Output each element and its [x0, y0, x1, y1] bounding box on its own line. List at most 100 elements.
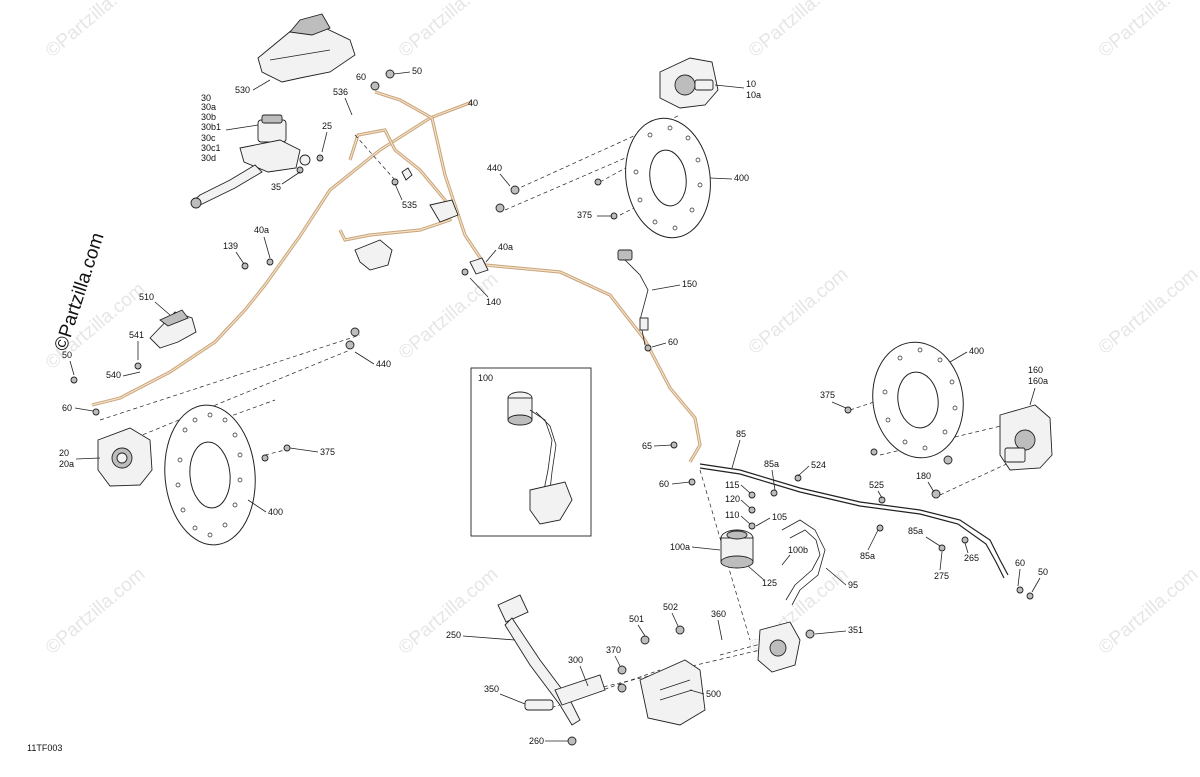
label-50-right: 50	[1038, 567, 1048, 577]
watermark: ©Partzilla.com	[42, 0, 150, 62]
label-100b: 100b	[788, 545, 808, 555]
watermark: ©Partzilla.com	[42, 564, 150, 659]
caliper-10	[659, 57, 719, 109]
watermark-layer: ©Partzilla.com ©Partzilla.com ©Partzilla…	[42, 0, 1200, 659]
label-265: 265	[964, 553, 979, 563]
label-30b: 30b	[201, 112, 216, 122]
brake-disc-400-left	[164, 404, 256, 546]
label-180: 180	[916, 471, 931, 481]
label-160a: 160a	[1028, 376, 1048, 386]
label-524: 524	[811, 460, 826, 470]
label-10a: 10a	[746, 90, 761, 100]
label-30b1: 30b1	[201, 122, 221, 132]
label-40a-mid: 40a	[498, 242, 513, 252]
brake-pedal-250	[497, 594, 606, 726]
watermark: ©Partzilla.com	[395, 0, 503, 62]
bracket-530	[257, 13, 356, 83]
label-260: 260	[529, 736, 544, 746]
label-502: 502	[663, 602, 678, 612]
label-360: 360	[711, 609, 726, 619]
watermark: ©Partzilla.com	[1095, 564, 1200, 659]
label-501: 501	[629, 614, 644, 624]
master-cylinder-30	[190, 114, 311, 209]
rear-master-cylinder	[757, 621, 801, 673]
fasteners	[70, 69, 1034, 746]
label-300: 300	[568, 655, 583, 665]
label-30c1: 30c1	[201, 143, 221, 153]
label-65: 65	[642, 441, 652, 451]
label-120: 120	[725, 494, 740, 504]
inset-label: 100	[478, 373, 493, 383]
reservoir-hose-95	[781, 519, 826, 606]
watermark: ©Partzilla.com	[395, 564, 503, 659]
label-139: 139	[223, 241, 238, 251]
label-50-left: 50	[62, 350, 72, 360]
label-95: 95	[848, 580, 858, 590]
label-510: 510	[139, 292, 154, 302]
brake-disc-400-right	[872, 341, 964, 459]
label-250: 250	[446, 630, 461, 640]
label-110: 110	[725, 510, 739, 520]
label-30c: 30c	[201, 133, 216, 143]
label-400-top: 400	[734, 173, 749, 183]
reservoir-100a	[720, 529, 754, 569]
label-370: 370	[606, 645, 621, 655]
label-30d: 30d	[201, 153, 216, 163]
label-35: 35	[271, 182, 281, 192]
label-150: 150	[682, 279, 697, 289]
label-540: 540	[106, 370, 121, 380]
speed-sensor-150	[617, 249, 649, 346]
label-30a: 30a	[201, 102, 216, 112]
label-20: 20	[59, 448, 69, 458]
watermark: ©Partzilla.com	[395, 269, 503, 364]
label-525: 525	[869, 480, 884, 490]
label-60-mid: 60	[668, 337, 678, 347]
brake-line-85	[699, 463, 1009, 579]
label-400-left: 400	[268, 507, 283, 517]
label-500: 500	[706, 689, 721, 699]
label-30: 30	[201, 93, 211, 103]
label-400-right: 400	[969, 346, 984, 356]
label-530: 530	[235, 85, 250, 95]
label-60-low: 60	[659, 479, 669, 489]
hose-clip-bracket	[354, 167, 489, 275]
label-440-right: 440	[487, 163, 502, 173]
label-350: 350	[484, 684, 499, 694]
diagram-code: 11TF003	[27, 743, 62, 753]
label-275: 275	[934, 571, 949, 581]
label-60-right: 60	[1015, 558, 1025, 568]
bolt-350	[524, 699, 554, 711]
label-375-right: 375	[820, 390, 835, 400]
label-160: 160	[1028, 365, 1043, 375]
label-375-left: 375	[320, 447, 335, 457]
label-60-left: 60	[62, 403, 72, 413]
label-85a-2: 85a	[860, 551, 875, 561]
label-125: 125	[762, 578, 777, 588]
label-85: 85	[736, 429, 746, 439]
label-105: 105	[772, 512, 787, 522]
label-50-top: 50	[412, 66, 422, 76]
watermark: ©Partzilla.com	[745, 0, 853, 62]
label-85a-3: 85a	[908, 526, 923, 536]
label-535: 535	[402, 200, 417, 210]
label-541: 541	[129, 330, 144, 340]
watermark: ©Partzilla.com	[1095, 264, 1200, 359]
label-115: 115	[725, 480, 739, 490]
label-375-top: 375	[577, 210, 592, 220]
watermark: ©Partzilla.com	[745, 264, 853, 359]
brake-disc-400-top	[625, 117, 711, 239]
label-440-left: 440	[376, 359, 391, 369]
label-40a-left: 40a	[254, 225, 269, 235]
label-10: 10	[746, 79, 756, 89]
label-536: 536	[333, 87, 348, 97]
callout-labels: 530 30 30a 30b 30b1 30c 30c1 30d 25 35 5…	[59, 66, 1048, 746]
bracket-510	[149, 309, 197, 349]
caliper-20	[97, 427, 153, 487]
label-40: 40	[468, 98, 478, 108]
label-100a: 100a	[670, 542, 690, 552]
label-20a: 20a	[59, 459, 74, 469]
bracket-500	[639, 659, 706, 726]
brake-hose-40	[91, 90, 702, 463]
caliper-160	[999, 404, 1053, 471]
